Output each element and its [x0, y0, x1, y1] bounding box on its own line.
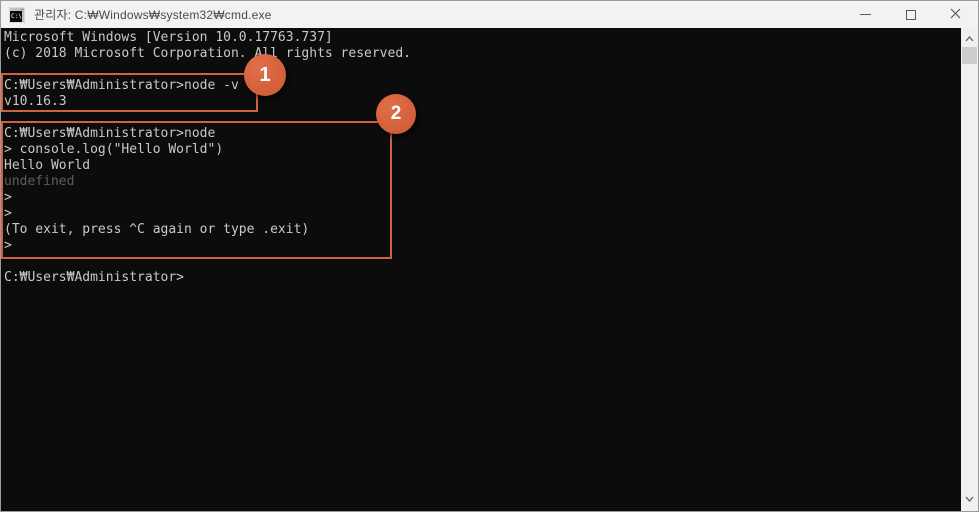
- title-bar[interactable]: C:\ 관리자: C:₩Windows₩system32₩cmd.exe: [1, 1, 978, 28]
- scrollbar-down-button[interactable]: [961, 492, 978, 504]
- close-icon: [950, 6, 961, 24]
- scrollbar-thumb[interactable]: [962, 47, 977, 64]
- terminal-line: >: [4, 190, 12, 205]
- terminal-line: [4, 62, 961, 78]
- chevron-up-icon: [965, 29, 974, 47]
- terminal-line: (c) 2018 Microsoft Corporation. All righ…: [4, 46, 411, 61]
- terminal-line: > console.log("Hello World"): [4, 142, 224, 157]
- annotation-badge-2: 2: [376, 94, 416, 134]
- console-output[interactable]: Microsoft Windows [Version 10.0.17763.73…: [1, 28, 961, 511]
- terminal-line: [4, 254, 961, 270]
- close-button[interactable]: [933, 1, 978, 28]
- terminal-line: v10.16.3: [4, 94, 67, 109]
- terminal-line: >: [4, 206, 12, 221]
- maximize-button[interactable]: [888, 1, 933, 28]
- chevron-down-icon: [965, 489, 974, 507]
- scrollbar-up-button[interactable]: [961, 32, 978, 44]
- svg-text:C:\: C:\: [11, 13, 22, 20]
- annotation-badge-1: 1: [244, 54, 286, 96]
- terminal-line: C:₩Users₩Administrator>node -v: [4, 78, 239, 93]
- terminal-line: C:₩Users₩Administrator>node: [4, 126, 216, 141]
- vertical-scrollbar[interactable]: [961, 28, 978, 511]
- terminal-line: Hello World: [4, 158, 91, 173]
- terminal-line: C:₩Users₩Administrator>: [4, 270, 185, 285]
- console-body: Microsoft Windows [Version 10.0.17763.73…: [1, 28, 978, 511]
- minimize-icon: [860, 14, 871, 15]
- terminal-line: Microsoft Windows [Version 10.0.17763.73…: [4, 30, 333, 45]
- window-title: 관리자: C:₩Windows₩system32₩cmd.exe: [34, 8, 272, 22]
- terminal-line: [4, 110, 961, 126]
- cmd-icon: C:\: [9, 6, 25, 23]
- terminal-line-undefined: undefined: [4, 174, 75, 189]
- terminal-line: >: [4, 238, 12, 253]
- window-controls: [843, 1, 978, 28]
- minimize-button[interactable]: [843, 1, 888, 28]
- terminal-line: (To exit, press ^C again or type .exit): [4, 222, 310, 237]
- maximize-icon: [905, 9, 916, 20]
